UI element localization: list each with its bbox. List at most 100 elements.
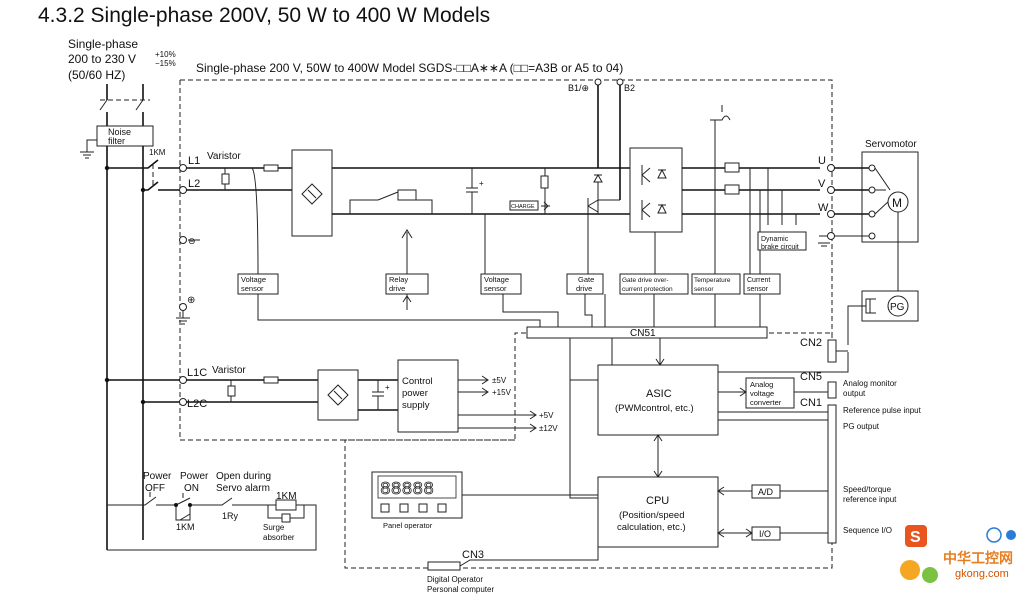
rail-arrows <box>481 375 537 433</box>
cn5-label: CN5 <box>800 371 822 383</box>
cpu-label-b: (Position/speed <box>619 510 684 521</box>
supply-wires-top <box>106 84 144 100</box>
label-v: V <box>818 178 826 190</box>
inverter-symbol <box>641 165 667 220</box>
terminal-b1 <box>594 78 602 86</box>
power-off-label-a: Power <box>143 471 172 482</box>
motor-windings <box>874 167 891 215</box>
regen-transistor <box>587 198 620 214</box>
voltage-sensor-2-label-a: Voltage <box>484 275 509 284</box>
dynamic-brake-label-2: brake circuit <box>761 244 799 251</box>
power-off-label-b: OFF <box>145 483 165 494</box>
cn51-connector <box>526 326 768 339</box>
b2-label: B2 <box>624 83 635 93</box>
servopack-ground <box>818 235 830 247</box>
panel-key <box>399 503 409 513</box>
cn3-label: CN3 <box>462 549 484 561</box>
cap-plus: + <box>479 179 484 188</box>
asic-label-b: (PWMcontrol, etc.) <box>615 403 694 414</box>
analog-monitor-label-a: Analog monitor <box>843 379 897 388</box>
inrush-relay <box>349 191 433 214</box>
self-hold-branch <box>175 505 191 521</box>
motor-label: M <box>892 196 902 210</box>
control-power-box <box>397 359 459 433</box>
servopack-boundary <box>180 79 833 345</box>
watermark-brand: 中华工控网 <box>943 550 1013 566</box>
self-hold-contact <box>179 513 191 521</box>
terminal-b2 <box>616 78 624 86</box>
temperature-sensor-box <box>691 273 741 295</box>
voltage-sensor-1-label-a: Voltage <box>241 275 266 284</box>
rail-p5v: +5V <box>539 411 554 420</box>
gate-ocp-label-a: Gate drive over- <box>622 277 669 284</box>
asic-cn-links <box>718 352 849 421</box>
terminal-l2 <box>179 186 187 194</box>
terminal-l1c <box>179 376 187 384</box>
gate-drive-label-b: drive <box>576 284 592 293</box>
cap2-plus: + <box>385 383 390 392</box>
l1-contact <box>107 159 181 169</box>
control-power-input <box>107 379 180 403</box>
sequence-io-label: Sequence I/O <box>843 526 892 535</box>
current-shunt-v <box>724 184 740 195</box>
terminal-l1c-label: L1C <box>187 367 207 379</box>
analog-converter-label-b: voltage <box>750 389 774 398</box>
pg-output-label: PG output <box>843 422 880 431</box>
pe-label: ⊕ <box>187 295 195 306</box>
watermark: S 中华工控网 gkong.com <box>900 525 1016 583</box>
cn5-connector <box>827 381 837 399</box>
negative-terminal-label: ⊖ <box>188 236 196 246</box>
cn51-label: CN51 <box>630 328 656 339</box>
asic-box <box>597 364 719 436</box>
surge-absorber <box>281 513 291 523</box>
rail-p15v: +15V <box>492 388 512 397</box>
speed-torque-label-a: Speed/torque <box>843 485 892 494</box>
varistor-2 <box>227 385 236 397</box>
varistor <box>221 173 230 185</box>
terminal-dc-negative <box>179 236 187 244</box>
speed-torque-label-b: reference input <box>843 495 897 504</box>
dynamic-brake-box <box>757 231 807 251</box>
ry-label: 1Ry <box>222 511 239 521</box>
motor-terminal-v <box>868 186 876 194</box>
motor-terminal-ground <box>868 232 876 240</box>
control-power-label-c: supply <box>402 400 430 411</box>
supply-wires-mid <box>106 112 144 126</box>
main-rectifier-box <box>291 149 333 237</box>
arrow-right <box>739 387 747 397</box>
motor-terminal-u <box>868 164 876 172</box>
current-shunt-u <box>724 162 740 173</box>
terminal-l2c-label: L2C <box>187 398 207 410</box>
watermark-logo-glyph: S <box>910 529 921 546</box>
ad-label: A/D <box>758 487 774 497</box>
power-rails <box>458 379 536 429</box>
current-sensor-label-b: sensor <box>747 286 769 293</box>
asic-label-a: ASIC <box>646 388 672 400</box>
smile-icon <box>986 527 1002 543</box>
noise-filter-ground <box>80 139 97 159</box>
rail-pm5v: ±5V <box>492 376 507 385</box>
supply-line3: (50/60 HZ) <box>68 68 125 82</box>
control-rectifier-symbol <box>327 384 349 406</box>
panel-display <box>377 475 457 499</box>
regen-diode <box>593 173 603 183</box>
pushbutton-links <box>149 490 184 498</box>
surge-label-a: Surge <box>263 523 285 532</box>
control-rectifier-box <box>317 369 359 421</box>
supply-tol-minus: −15% <box>155 59 176 68</box>
panel-display-digits: 88888 <box>380 480 434 500</box>
cn3-link <box>459 547 599 567</box>
temperature-sensor-label-a: Temperature <box>694 277 731 284</box>
encoder-cable <box>847 305 866 345</box>
digital-operator-label-a: Digital Operator <box>427 575 483 584</box>
pe-ground <box>176 310 190 325</box>
arrow-up <box>401 229 413 239</box>
motor-terminal-w <box>868 210 876 218</box>
control-capacitor <box>372 380 384 410</box>
sensor-bus-links <box>257 294 761 327</box>
gear-icon <box>922 567 938 583</box>
surge-label-b: absorber <box>263 533 295 542</box>
cn51-to-logic <box>569 338 661 499</box>
fuse <box>263 164 279 172</box>
regen-wires <box>597 85 621 200</box>
